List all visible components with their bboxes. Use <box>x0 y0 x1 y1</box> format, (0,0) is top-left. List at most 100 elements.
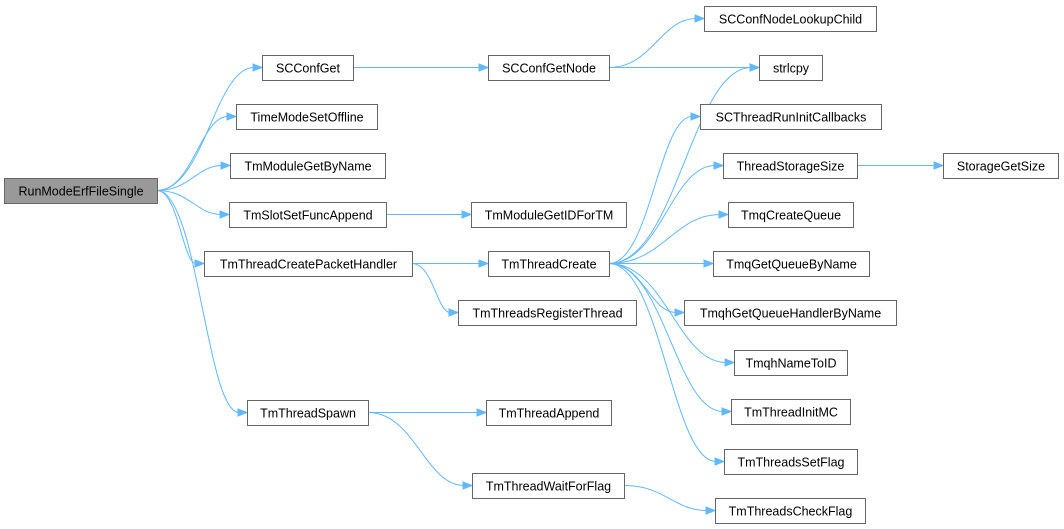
node-label: SCConfNodeLookupChild <box>719 13 862 27</box>
node-tm-thread-wait-for-flag[interactable]: TmThreadWaitForFlag <box>472 473 625 499</box>
node-label: TmThreadAppend <box>499 407 600 421</box>
edge-sc-conf-get-node-to-strlcpy <box>609 63 761 72</box>
node-storage-get-size[interactable]: StorageGetSize <box>943 153 1059 179</box>
node-sc-conf-get-node[interactable]: SCConfGetNode <box>488 55 610 81</box>
node-tm-threads-register-thread[interactable]: TmThreadsRegisterThread <box>458 300 637 326</box>
edge-tm-slot-set-func-append-to-tm-module-get-id-for-tm <box>385 210 473 219</box>
node-box[interactable] <box>458 300 637 326</box>
node-time-mode-set-offline[interactable]: TimeModeSetOffline <box>236 104 378 130</box>
node-box[interactable] <box>230 153 386 179</box>
node-box[interactable] <box>734 350 848 376</box>
edge-run-mode-erf-file-single-to-tm-module-get-by-name <box>156 161 232 191</box>
node-box[interactable] <box>472 473 625 499</box>
node-box[interactable] <box>704 6 877 32</box>
edge-tm-thread-create-to-tmq-get-queue-by-name <box>609 259 715 268</box>
node-tmq-get-queue-by-name[interactable]: TmqGetQueueByName <box>713 251 870 277</box>
node-box[interactable] <box>713 251 870 277</box>
node-label: TmThreadInitMC <box>744 406 838 420</box>
node-tm-slot-set-func-append[interactable]: TmSlotSetFuncAppend <box>229 202 387 228</box>
edge-tm-thread-create-to-strlcpy <box>608 63 761 264</box>
node-tmqh-name-to-id[interactable]: TmqhNameToID <box>734 350 848 376</box>
node-label: TmModuleGetIDForTM <box>485 209 614 223</box>
edge-tm-thread-create-packet-handler-to-tm-threads-register-thread <box>411 263 460 317</box>
node-label: SCThreadRunInitCallbacks <box>716 111 867 125</box>
node-tm-module-get-id-for-tm[interactable]: TmModuleGetIDForTM <box>471 202 627 228</box>
node-tm-thread-init-mc[interactable]: TmThreadInitMC <box>731 399 851 425</box>
node-tm-thread-spawn[interactable]: TmThreadSpawn <box>247 400 369 426</box>
node-label: strlcpy <box>773 62 810 76</box>
edge-tm-thread-create-to-tmq-create-queue <box>608 210 730 264</box>
node-label: TmqGetQueueByName <box>726 258 857 272</box>
edge-tm-thread-spawn-to-tm-thread-wait-for-flag <box>367 412 474 490</box>
node-tm-thread-append[interactable]: TmThreadAppend <box>486 400 612 426</box>
node-label: TmqhNameToID <box>746 357 837 371</box>
node-box[interactable] <box>262 55 354 81</box>
edge-sc-conf-get-to-sc-conf-get-node <box>353 63 490 72</box>
node-label: SCConfGet <box>276 62 340 76</box>
node-tmqh-get-queue-handler-by-name[interactable]: TmqhGetQueueHandlerByName <box>684 300 897 326</box>
edge-tm-thread-create-to-tmqh-name-to-id <box>608 263 736 367</box>
node-box[interactable] <box>471 202 627 228</box>
edge-sc-conf-get-node-to-sc-conf-node-lookup-child <box>608 14 706 68</box>
node-box[interactable] <box>236 104 378 130</box>
node-box[interactable] <box>715 498 866 524</box>
node-box[interactable] <box>204 251 413 277</box>
node-sc-conf-get[interactable]: SCConfGet <box>262 55 354 81</box>
edge-tm-thread-wait-for-flag-to-tm-threads-check-flag <box>623 485 717 515</box>
edge-tm-thread-create-packet-handler-to-tm-thread-create <box>412 259 490 268</box>
edge-run-mode-erf-file-single-to-time-mode-set-offline <box>156 112 238 191</box>
edge-thread-storage-size-to-storage-get-size <box>857 161 945 170</box>
edge-run-mode-erf-file-single-to-tm-thread-create-packet-handler <box>156 190 206 268</box>
node-tm-thread-create[interactable]: TmThreadCreate <box>488 251 610 277</box>
node-label: TmThreadsSetFlag <box>738 456 845 470</box>
node-box[interactable] <box>486 400 612 426</box>
node-sc-conf-node-lookup-child[interactable]: SCConfNodeLookupChild <box>704 6 877 32</box>
node-label: RunModeErfFileSingle <box>18 185 143 199</box>
edge-run-mode-erf-file-single-to-tm-slot-set-func-append <box>156 190 231 219</box>
node-box[interactable] <box>724 449 858 475</box>
nodes-layer: RunModeErfFileSingle SCConfGetTimeModeSet… <box>4 6 1059 524</box>
node-box[interactable] <box>488 55 610 81</box>
node-box[interactable] <box>728 202 854 228</box>
node-thread-storage-size[interactable]: ThreadStorageSize <box>723 153 858 179</box>
edge-tm-thread-create-to-thread-storage-size <box>608 161 725 264</box>
node-box[interactable] <box>731 399 851 425</box>
node-label: TimeModeSetOffline <box>250 111 363 125</box>
node-label: TmThreadsCheckFlag <box>729 505 853 519</box>
node-box[interactable] <box>684 300 897 326</box>
node-tm-threads-check-flag[interactable]: TmThreadsCheckFlag <box>715 498 866 524</box>
edge-tm-thread-create-to-sc-thread-run-init-callbacks <box>608 112 702 264</box>
edge-run-mode-erf-file-single-to-tm-thread-spawn <box>156 190 249 417</box>
node-strlcpy[interactable]: strlcpy <box>759 55 823 81</box>
edges-layer <box>156 14 945 515</box>
node-sc-thread-run-init-callbacks[interactable]: SCThreadRunInitCallbacks <box>700 104 882 130</box>
node-tm-module-get-by-name[interactable]: TmModuleGetByName <box>230 153 386 179</box>
node-label: TmqCreateQueue <box>741 209 841 223</box>
node-run-mode-erf-file-single[interactable]: RunModeErfFileSingle <box>4 178 158 204</box>
edge-tm-thread-create-to-tm-threads-set-flag <box>608 263 726 466</box>
node-label: TmThreadWaitForFlag <box>486 480 611 494</box>
node-label: TmThreadCreate <box>501 258 596 272</box>
node-tm-thread-create-packet-handler[interactable]: TmThreadCreatePacketHandler <box>204 251 413 277</box>
node-box[interactable] <box>759 55 823 81</box>
node-label: StorageGetSize <box>957 160 1045 174</box>
node-label: TmModuleGetByName <box>244 160 371 174</box>
node-label: TmSlotSetFuncAppend <box>243 209 372 223</box>
node-label: ThreadStorageSize <box>737 160 845 174</box>
node-box[interactable] <box>4 178 158 204</box>
edge-tm-thread-create-to-tm-thread-init-mc <box>608 263 733 416</box>
node-label: TmqhGetQueueHandlerByName <box>700 307 881 321</box>
node-label: TmThreadCreatePacketHandler <box>220 258 397 272</box>
node-tm-threads-set-flag[interactable]: TmThreadsSetFlag <box>724 449 858 475</box>
node-box[interactable] <box>723 153 858 179</box>
node-box[interactable] <box>229 202 387 228</box>
node-box[interactable] <box>247 400 369 426</box>
node-box[interactable] <box>943 153 1059 179</box>
node-box[interactable] <box>700 104 882 130</box>
edge-tm-thread-spawn-to-tm-thread-append <box>368 408 488 417</box>
node-label: TmThreadsRegisterThread <box>472 307 622 321</box>
node-box[interactable] <box>488 251 610 277</box>
node-label: SCConfGetNode <box>502 62 596 76</box>
node-tmq-create-queue[interactable]: TmqCreateQueue <box>728 202 854 228</box>
